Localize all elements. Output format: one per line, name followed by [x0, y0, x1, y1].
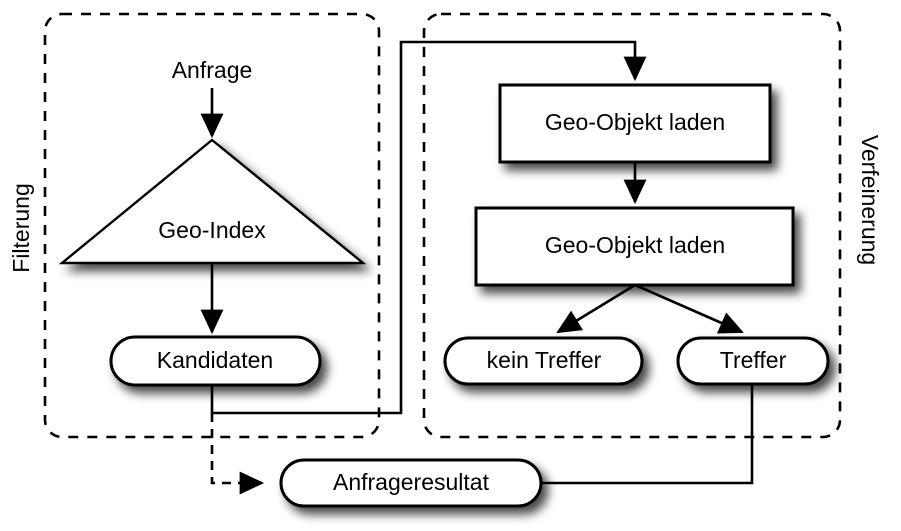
node-kandidaten[interactable]: [109, 335, 322, 387]
phase-label-verfeinerung: Verfeinerung: [857, 135, 883, 265]
phase-boundary-filterung: [43, 12, 381, 439]
node-geo-objekt-laden-2[interactable]: [474, 206, 795, 287]
edge-geo-objekt-laden-2-to-kein-treffer: [556, 283, 636, 334]
edge-kandidaten-to-geo-objekt-laden-1: [210, 40, 647, 415]
node-geo-index[interactable]: [58, 138, 367, 265]
node-label-treffer: Treffer: [720, 347, 787, 373]
node-geo-objekt-laden-1[interactable]: [498, 83, 772, 164]
node-label-kein-treffer: kein Treffer: [487, 347, 602, 373]
kein-treffer-shape: [443, 336, 644, 386]
geo-objekt-laden-2-shape: [474, 206, 795, 287]
geo-objekt-laden-1-shape: [498, 83, 772, 164]
node-label-geo-index: Geo-Index: [158, 217, 266, 243]
anfrageresultat-shape: [279, 458, 543, 508]
geo-index-triangle-shape: [58, 138, 367, 265]
node-label-geo-objekt-laden-1: Geo-Objekt laden: [545, 109, 725, 135]
edge-kandidaten-to-anfrageresultat-dashed: [210, 413, 265, 495]
phase-group-filterung: Filterung: [8, 12, 381, 439]
kandidaten-shape: [109, 335, 322, 387]
edge-geo-objekt-laden-2-to-treffer: [634, 283, 744, 334]
node-label-kandidaten: Kandidaten: [157, 347, 273, 373]
node-kein-treffer[interactable]: [443, 336, 644, 386]
treffer-shape: [676, 336, 830, 386]
node-label-anfrageresultat: Anfrageresultat: [333, 469, 490, 495]
node-label-anfrage: Anfrage: [172, 57, 253, 83]
phase-boundary-verfeinerung: [422, 12, 842, 439]
phase-group-verfeinerung: Verfeinerung: [422, 12, 883, 439]
node-label-geo-objekt-laden-2: Geo-Objekt laden: [545, 232, 725, 258]
node-anfrage[interactable]: Anfrage: [172, 57, 253, 83]
edge-treffer-to-anfrageresultat: [540, 384, 754, 485]
phase-label-filterung: Filterung: [8, 183, 34, 272]
node-anfrageresultat[interactable]: [279, 458, 543, 508]
node-treffer[interactable]: [676, 336, 830, 386]
